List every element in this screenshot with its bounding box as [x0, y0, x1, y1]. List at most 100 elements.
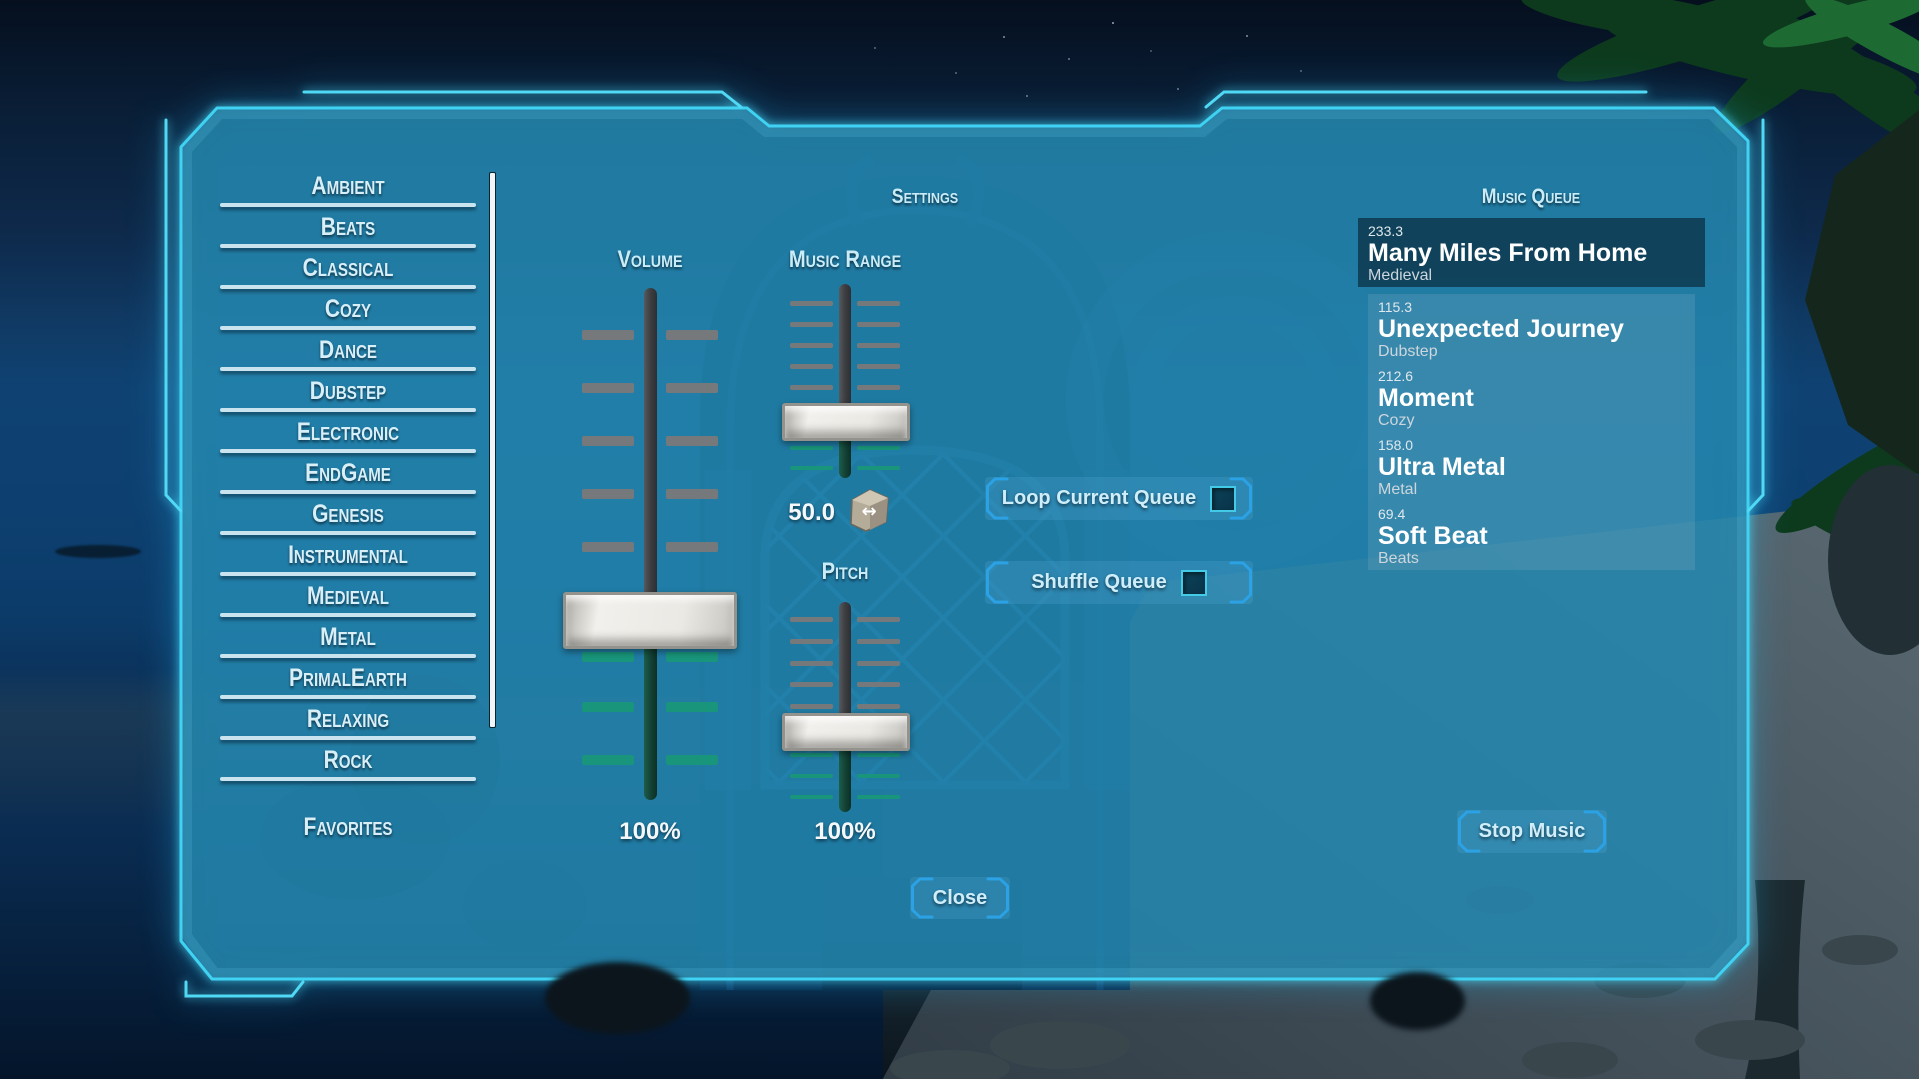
genre-item-genesis[interactable]: Genesis — [220, 499, 476, 535]
volume-slider-track[interactable] — [643, 288, 657, 620]
track-genre: Beats — [1378, 550, 1419, 567]
pitch-tick-filled — [790, 795, 833, 799]
favorites-button[interactable]: Favorites — [220, 812, 476, 846]
stop-music-button[interactable]: Stop Music — [1457, 810, 1607, 853]
button-bracket-right — [1583, 810, 1606, 853]
settings-title: Settings — [891, 185, 959, 208]
music-range-slider-track[interactable] — [839, 284, 851, 421]
pitch-tick — [857, 638, 900, 644]
pitch-tick — [857, 681, 900, 687]
shuffle-queue-button[interactable]: Shuffle Queue — [985, 561, 1253, 604]
pitch-tick — [790, 660, 833, 666]
loop-current-queue-button[interactable]: Loop Current Queue — [985, 477, 1253, 520]
music-range-tick-filled — [857, 446, 900, 450]
music-range-tick-filled — [790, 466, 833, 470]
music-range-tick — [857, 363, 900, 369]
volume-tick-filled — [666, 755, 718, 765]
genre-label: Genesis — [312, 500, 384, 528]
genre-item-metal[interactable]: Metal — [220, 622, 476, 658]
genre-underline — [220, 654, 476, 658]
genre-item-relaxing[interactable]: Relaxing — [220, 704, 476, 740]
genre-underline — [220, 326, 476, 330]
volume-tick-filled — [666, 652, 718, 662]
volume-slider-handle[interactable] — [563, 592, 737, 649]
star — [1177, 88, 1179, 90]
genre-item-primalearth[interactable]: PrimalEarth — [220, 663, 476, 699]
genre-underline — [220, 490, 476, 494]
genre-item-rock[interactable]: Rock — [220, 745, 476, 781]
pitch-tick — [790, 616, 833, 622]
genre-label: EndGame — [305, 459, 391, 487]
close-button[interactable]: Close — [910, 877, 1010, 919]
star — [1026, 95, 1028, 97]
volume-slider-track-filled[interactable] — [643, 620, 657, 800]
volume-tick-filled — [582, 702, 634, 712]
track-title: Soft Beat — [1378, 522, 1488, 550]
pitch-slider-track-filled[interactable] — [839, 732, 851, 812]
track-title: Ultra Metal — [1378, 453, 1506, 481]
music-range-tick — [857, 384, 900, 390]
volume-tick — [666, 383, 718, 393]
genre-scrollbar[interactable] — [489, 172, 496, 728]
pitch-slider-handle[interactable] — [782, 713, 910, 751]
genre-item-classical[interactable]: Classical — [220, 253, 476, 289]
genre-item-electronic[interactable]: Electronic — [220, 417, 476, 453]
pitch-tick-filled — [857, 753, 900, 757]
track-duration: 158.0 — [1378, 437, 1414, 453]
music-range-tick — [857, 321, 900, 327]
pitch-tick — [790, 681, 833, 687]
genre-underline — [220, 285, 476, 289]
genre-item-dubstep[interactable]: Dubstep — [220, 376, 476, 412]
pitch-tick — [790, 638, 833, 644]
pitch-tick — [790, 703, 833, 709]
button-bracket-left — [1458, 810, 1481, 853]
volume-tick-filled — [666, 702, 718, 712]
genre-item-cozy[interactable]: Cozy — [220, 294, 476, 330]
music-range-tick — [790, 384, 833, 390]
genre-label: Classical — [302, 254, 394, 282]
pitch-tick — [857, 703, 900, 709]
button-bracket-left — [986, 561, 1009, 604]
pitch-tick — [857, 660, 900, 666]
shuffle-queue-checkbox[interactable] — [1180, 569, 1207, 596]
star — [1150, 50, 1152, 52]
track-duration: 212.6 — [1378, 368, 1414, 384]
genre-item-beats[interactable]: Beats — [220, 212, 476, 248]
genre-item-endgame[interactable]: EndGame — [220, 458, 476, 494]
loop-current-queue-checkbox[interactable] — [1210, 485, 1237, 512]
genre-item-medieval[interactable]: Medieval — [220, 581, 476, 617]
music-range-tick — [857, 342, 900, 348]
pitch-slider-track[interactable] — [839, 602, 851, 732]
genre-label: Relaxing — [306, 705, 390, 733]
svg-text:↔: ↔ — [861, 501, 876, 522]
close-label: Close — [932, 886, 988, 909]
track-title: Moment — [1378, 384, 1474, 412]
button-bracket-left — [986, 477, 1009, 520]
genre-label: Medieval — [307, 582, 389, 610]
favorites-label: Favorites — [303, 813, 393, 841]
volume-tick — [582, 489, 634, 499]
music-range-slider-handle[interactable] — [782, 403, 910, 441]
genre-underline — [220, 449, 476, 453]
loop-current-queue-label: Loop Current Queue — [1001, 487, 1197, 509]
genre-item-instrumental[interactable]: Instrumental — [220, 540, 476, 576]
genre-item-dance[interactable]: Dance — [220, 335, 476, 371]
music-range-tick — [790, 342, 833, 348]
genre-item-ambient[interactable]: Ambient — [220, 171, 476, 207]
genre-underline — [220, 736, 476, 740]
music-range-tick — [790, 321, 833, 327]
button-bracket-left — [911, 877, 934, 919]
volume-value: 100% — [619, 818, 681, 845]
track-duration: 69.4 — [1378, 506, 1406, 522]
track-genre: Metal — [1378, 481, 1418, 498]
volume-tick — [666, 542, 718, 552]
genre-label: Rock — [323, 746, 373, 774]
genre-label: PrimalEarth — [289, 664, 407, 692]
